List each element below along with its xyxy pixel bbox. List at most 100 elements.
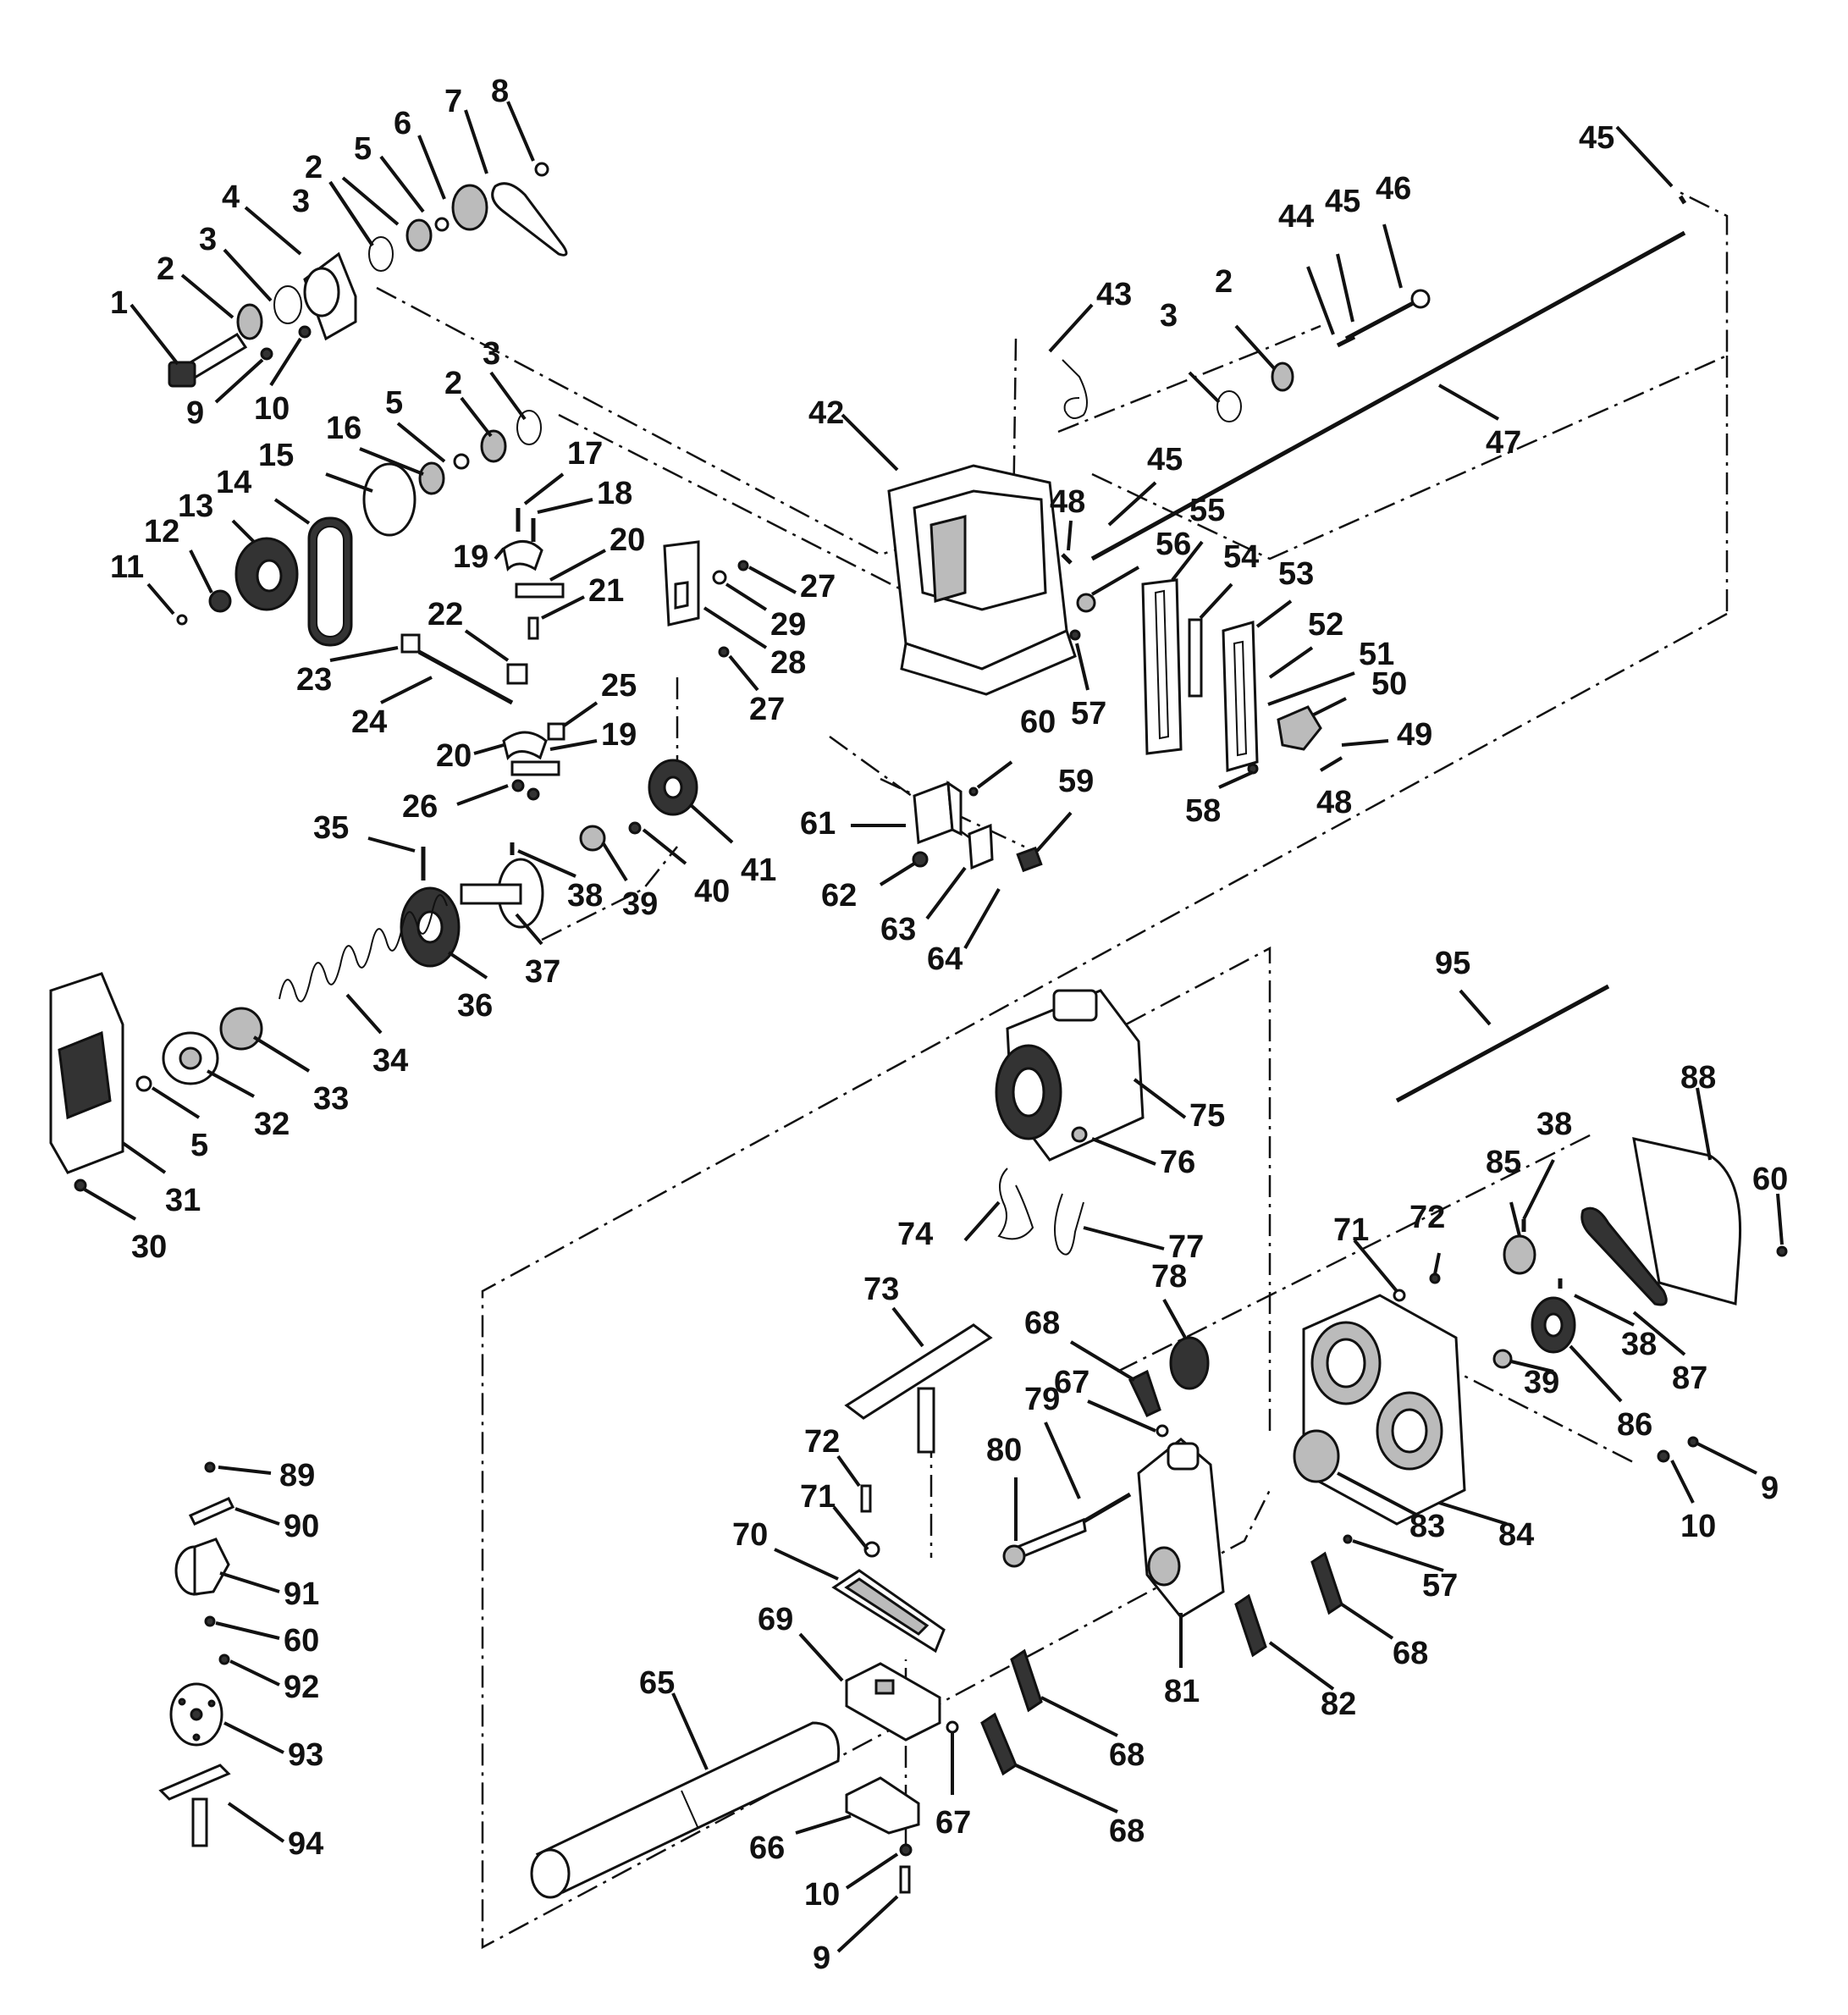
- part-31-cover: [49, 972, 124, 1174]
- callout-label: 7: [444, 84, 462, 119]
- part-41-collar: [648, 759, 698, 816]
- part-21-pin: [527, 616, 539, 640]
- callout-label: 5: [385, 385, 403, 421]
- part-47-rod: [1090, 230, 1686, 561]
- callout-label: 29: [770, 607, 806, 643]
- part-24-rod: [417, 649, 514, 705]
- part-27-screw: [737, 560, 749, 571]
- part-78-gear: [1169, 1336, 1210, 1390]
- part-72-screw: [860, 1484, 872, 1513]
- callout-label: 76: [1160, 1145, 1195, 1180]
- part-19-clamp: [502, 731, 548, 761]
- part-67-washer: [1156, 1424, 1169, 1438]
- part-6-washer: [434, 217, 450, 232]
- callout-label: 60: [1752, 1162, 1788, 1197]
- callout-label: 90: [284, 1509, 319, 1544]
- part-23-nut: [400, 633, 421, 654]
- callout-label: 6: [394, 106, 411, 141]
- callout-label: 41: [741, 853, 776, 888]
- part-7-pulley: [451, 184, 488, 231]
- callout-label: 91: [284, 1576, 319, 1612]
- callout-label: 79: [1024, 1382, 1060, 1417]
- part-37-shaft: [460, 858, 544, 929]
- callout-label: 21: [588, 573, 624, 609]
- part-57-screw: [1343, 1534, 1353, 1544]
- callout-label: 33: [313, 1081, 349, 1117]
- callout-label: 28: [770, 645, 806, 681]
- callout-label: 15: [258, 438, 294, 473]
- callout-label: 93: [288, 1737, 323, 1773]
- part-2-bearing: [480, 429, 507, 463]
- part-60-screw: [204, 1615, 216, 1627]
- part-87-belt: [1580, 1206, 1668, 1306]
- part-94-tool-rest: [158, 1764, 231, 1847]
- callout-label: 38: [567, 878, 603, 914]
- part-3-ring: [1216, 390, 1242, 422]
- callout-label: 37: [525, 954, 560, 990]
- callout-label: 45: [1579, 120, 1614, 156]
- part-32-knob: [162, 1031, 219, 1085]
- part-1-spindle: [168, 332, 248, 388]
- callout-label: 39: [622, 886, 658, 922]
- part-30-screw: [74, 1179, 87, 1192]
- part-81-arm: [1137, 1438, 1225, 1619]
- part-9-screw: [260, 347, 273, 361]
- part-53-slide: [1222, 621, 1259, 772]
- part-42-frame: [887, 464, 1077, 696]
- callout-label: 32: [254, 1107, 290, 1142]
- callout-label: 87: [1672, 1361, 1707, 1396]
- callout-label: 95: [1435, 946, 1470, 981]
- callout-label: 60: [284, 1623, 319, 1659]
- part-10-washer: [899, 1843, 913, 1857]
- callout-label: 85: [1486, 1145, 1521, 1180]
- callout-label: 9: [1761, 1471, 1779, 1506]
- part-34-spring: [279, 894, 448, 1002]
- part-74-cord: [997, 1168, 1034, 1240]
- callout-label: 49: [1397, 717, 1432, 753]
- part-19-clamp: [502, 540, 543, 572]
- part-46-shaft: [1344, 289, 1431, 341]
- callout-label: 94: [288, 1826, 323, 1862]
- callout-label: 67: [1054, 1365, 1089, 1400]
- callout-label: 68: [1393, 1636, 1428, 1671]
- part-36-gear: [400, 886, 461, 968]
- callout-label: 19: [601, 717, 637, 753]
- part-48-pin: [1061, 553, 1073, 565]
- part-9-screw: [1687, 1436, 1699, 1448]
- part-93-faceplate: [169, 1682, 223, 1747]
- callout-label: 9: [186, 395, 204, 431]
- callout-label: 88: [1680, 1060, 1716, 1096]
- part-4-housing: [303, 251, 357, 341]
- part-2-bearing: [1271, 362, 1294, 392]
- part-43-spring: [1062, 359, 1088, 419]
- part-40-screw: [628, 821, 642, 835]
- callout-label: 48: [1050, 484, 1085, 520]
- callout-label: 44: [1278, 199, 1314, 235]
- callout-label: 61: [800, 806, 836, 842]
- part-16-bearing: [418, 461, 445, 495]
- part-3-ring: [516, 410, 542, 445]
- part-84-housing: [1302, 1294, 1466, 1526]
- part-5-washer: [135, 1075, 152, 1092]
- callout-label: 73: [863, 1272, 899, 1307]
- callout-label: 42: [808, 395, 844, 431]
- part-3-ring: [273, 285, 302, 324]
- callout-label: 59: [1058, 764, 1094, 799]
- callout-label: 70: [732, 1517, 768, 1553]
- callout-label: 36: [457, 988, 493, 1024]
- callout-label: 45: [1325, 184, 1360, 219]
- callout-label: 10: [254, 391, 290, 427]
- part-57-screw: [1069, 629, 1081, 641]
- part-22-block: [506, 663, 528, 685]
- callout-label: 52: [1308, 607, 1343, 643]
- callout-label: 83: [1409, 1509, 1445, 1544]
- callout-label: 65: [639, 1665, 675, 1701]
- callout-label: 20: [610, 522, 645, 558]
- callout-label: 10: [804, 1877, 840, 1913]
- callout-label: 16: [326, 411, 361, 446]
- callout-label: 72: [804, 1424, 840, 1460]
- callout-label: 62: [821, 878, 857, 914]
- part-29-washer: [712, 570, 727, 585]
- callout-label: 2: [1215, 264, 1233, 300]
- part-71-washer: [863, 1541, 880, 1558]
